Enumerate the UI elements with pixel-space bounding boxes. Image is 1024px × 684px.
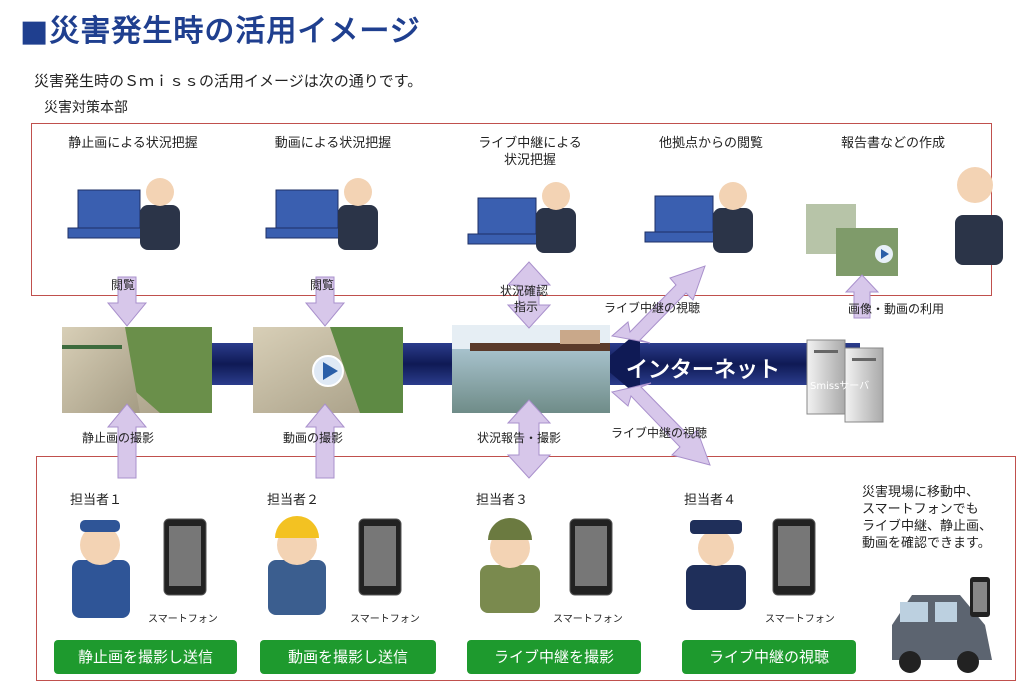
label-live-view-top: ライブ中継の視聴 <box>604 301 701 315</box>
top-images <box>806 204 898 276</box>
arrow-confirm <box>506 261 552 329</box>
hq-staff <box>140 167 1003 265</box>
label-shoot-video: 動画の撮影 <box>283 431 344 445</box>
arrow-live-top <box>610 265 706 344</box>
photo-video <box>253 327 403 413</box>
caption-remote-view: 他拠点からの閲覧 <box>658 136 763 151</box>
phone-label-1: スマートフォン <box>148 614 218 625</box>
arrow-report <box>506 399 552 479</box>
operator-1-label: 担当者１ <box>70 493 123 508</box>
photo-live <box>452 325 610 413</box>
car-graphic <box>892 577 992 673</box>
arrow-shoot-video <box>304 403 346 479</box>
arrow-view1 <box>106 276 148 327</box>
arrow-live-bottom <box>610 382 711 466</box>
action-button-1[interactable]: 静止画を撮影し送信 <box>54 640 237 674</box>
label-shoot-still: 静止画の撮影 <box>82 431 155 445</box>
phone-label-4: スマートフォン <box>765 614 835 625</box>
action-button-4[interactable]: ライブ中継の視聴 <box>682 640 856 674</box>
arrow-shoot-still <box>106 403 148 479</box>
hq-box <box>31 123 992 296</box>
action-button-3[interactable]: ライブ中継を撮影 <box>467 640 641 674</box>
operator-3-label: 担当者３ <box>476 493 529 508</box>
phone-label-2: スマートフォン <box>350 614 420 625</box>
arrow-image-use <box>844 274 880 319</box>
photo-still <box>62 327 212 413</box>
operator-2-label: 担当者２ <box>267 493 320 508</box>
subtitle: 災害発生時のＳｍｉｓｓの活用イメージは次の通りです。 <box>34 72 423 90</box>
label-confirm: 状況確認 <box>500 284 549 298</box>
internet-label: インターネット <box>626 358 781 383</box>
server-graphic <box>806 339 884 423</box>
operator-4-label: 担当者４ <box>684 493 737 508</box>
action-button-2[interactable]: 動画を撮影し送信 <box>260 640 436 674</box>
operator-figures <box>72 516 746 618</box>
hq-label: 災害対策本部 <box>44 100 128 116</box>
label-image-use: 画像・動画の利用 <box>848 302 945 316</box>
label-instruct: 指示 <box>514 300 539 314</box>
hq-pcs <box>67 189 724 245</box>
label-view2: 閲覧 <box>310 278 335 292</box>
label-view1: 閲覧 <box>111 278 136 292</box>
arrow-view2 <box>304 276 346 327</box>
page-title: ■災害発生時の活用イメージ <box>20 14 421 49</box>
server-label: Smissサーバ <box>810 381 870 392</box>
caption-live-view: ライブ中継による 状況把握 <box>478 136 582 168</box>
mobile-note: 災害現場に移動中、 スマートフォンでも ライブ中継、静止画、 動画を確認できます… <box>862 485 993 551</box>
caption-report: 報告書などの作成 <box>840 136 945 151</box>
label-live-view-bottom: ライブ中継の視聴 <box>611 426 708 440</box>
phone-label-3: スマートフォン <box>553 614 623 625</box>
caption-still-view: 静止画による状況把握 <box>68 136 198 151</box>
caption-video-view: 動画による状況把握 <box>274 136 392 151</box>
label-report-shoot: 状況報告・撮影 <box>477 431 562 445</box>
